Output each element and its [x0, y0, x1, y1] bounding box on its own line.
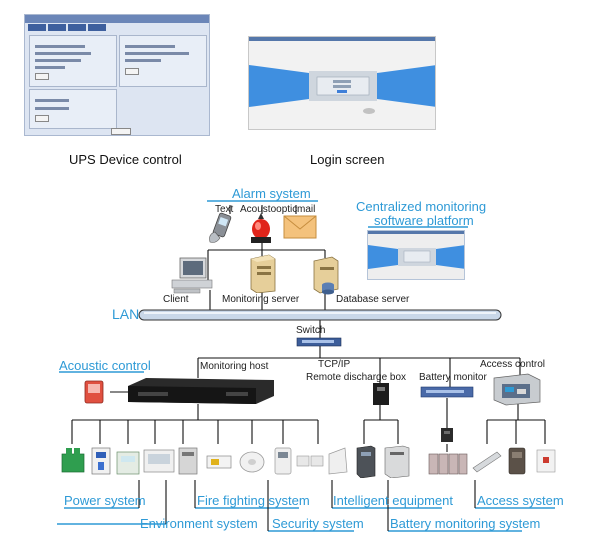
battery-bank-icon	[428, 453, 468, 475]
security-system-label: Security system	[272, 516, 364, 531]
alarm-item-text: Text	[215, 204, 234, 215]
ups-option-row	[125, 52, 189, 55]
ups-tab-strip	[28, 24, 106, 31]
switch-label: Switch	[296, 325, 326, 336]
monitoring-software-screenshot	[367, 230, 465, 280]
power-meter-icon	[116, 451, 140, 475]
acoustic-control-label: Acoustic control	[59, 358, 151, 373]
power-system-label: Power system	[64, 493, 146, 508]
access-control-label: Access control	[480, 359, 546, 370]
client-label: Client	[163, 294, 189, 305]
circuit-breaker-icon	[91, 447, 111, 475]
tcpip-label: TCP/IP	[318, 359, 351, 370]
ups-titlebar	[25, 15, 209, 23]
ups-option-row	[35, 66, 65, 69]
database-server-label: Database server	[336, 294, 410, 305]
acoustic-alarm-icon	[84, 380, 104, 404]
battery-monitor-label: Battery monitor	[419, 372, 487, 383]
alarm-system-title: Alarm system	[232, 186, 311, 201]
database-server-icon	[313, 256, 339, 295]
login-caption: Login screen	[310, 152, 385, 167]
electric-lock-icon	[472, 451, 502, 473]
monitoring-server-label: Monitoring server	[222, 294, 300, 305]
ups-option-row	[35, 59, 81, 62]
ups-device-control-screenshot	[24, 14, 210, 136]
alarm-item-acoustooptic: Acoustooptic	[240, 204, 298, 215]
alarm-item-mail: mail	[297, 204, 316, 215]
ups-option-row	[35, 45, 85, 48]
ups-apply-button	[125, 68, 139, 75]
lan-bus-bar	[138, 309, 502, 321]
phone-icon	[209, 212, 232, 243]
door-magnet-sensor-icon	[296, 455, 324, 467]
smoke-detector-icon	[239, 451, 265, 473]
monitoring-server-icon	[250, 254, 276, 293]
glass-break-sensor-icon	[328, 447, 348, 475]
access-system-label: Access system	[477, 493, 564, 508]
ups-tab	[48, 24, 66, 31]
environment-system-label: Environment system	[140, 516, 258, 531]
login-screen-art	[249, 37, 435, 114]
ups-caption: UPS Device control	[69, 152, 182, 167]
ups-option-row	[125, 45, 175, 48]
temperature-humidity-sensor-icon	[143, 449, 175, 473]
software-screen-art	[368, 231, 464, 269]
remote-discharge-box-icon	[373, 383, 389, 405]
remote-discharge-label: Remote discharge box	[306, 372, 407, 383]
ups-apply-button	[35, 73, 49, 80]
battery-monitoring-system-label: Battery monitoring system	[390, 516, 541, 531]
ups-tab	[68, 24, 86, 31]
ups-group-right	[119, 35, 207, 87]
air-conditioner-controller-icon	[178, 447, 198, 475]
login-screen-screenshot	[248, 36, 436, 130]
lan-label: LAN	[112, 306, 140, 322]
access-controller-icon	[493, 373, 541, 406]
ups-cabinet-icon	[356, 445, 376, 478]
battery-monitor-icon	[420, 386, 474, 398]
monitoring-host-icon	[128, 378, 274, 404]
ups-ok-button	[111, 128, 131, 135]
ups-apply-button	[35, 115, 49, 122]
infrared-detector-icon	[274, 447, 292, 475]
software-title-line1: Centralized monitoring	[356, 199, 487, 214]
fire-fighting-system-label: Fire fighting system	[197, 493, 310, 508]
software-title-line2: software platform	[374, 213, 474, 228]
exit-button-icon	[536, 449, 556, 473]
ups-option-row	[35, 52, 91, 55]
ups-tab	[28, 24, 46, 31]
ups-option-row	[125, 59, 161, 62]
ups-option-row	[35, 99, 69, 102]
leak-sensor-icon	[206, 455, 232, 469]
battery-sensor-icon	[441, 428, 453, 442]
network-switch-icon	[296, 337, 342, 347]
ups-option-row	[35, 107, 69, 110]
intelligent-equipment-label: Intelligent equipment	[333, 493, 453, 508]
card-reader-icon	[508, 447, 526, 475]
client-computer-icon	[171, 257, 213, 294]
power-module-icon	[61, 448, 85, 473]
monitoring-host-label: Monitoring host	[200, 361, 269, 372]
precision-air-conditioner-icon	[384, 445, 410, 478]
ups-tab	[88, 24, 106, 31]
alarm-light-icon	[251, 213, 271, 243]
mail-envelope-icon	[283, 215, 317, 239]
